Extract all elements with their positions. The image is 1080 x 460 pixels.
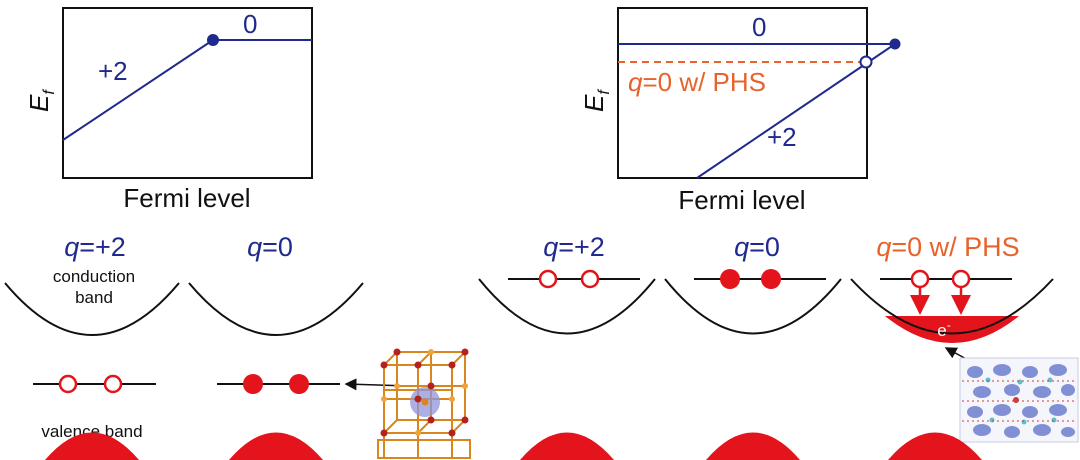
conduction-band-label-line2: band (75, 288, 113, 307)
right-plot-ylabel-main: E (579, 94, 609, 112)
defect-level-left-plus2 (33, 374, 156, 394)
empty-state-circle (58, 374, 78, 394)
right-plot-phs-transition-dot (859, 55, 873, 69)
filled-state-circle (289, 374, 309, 394)
left-plot-label-plus2: +2 (98, 56, 128, 86)
conduction-band-1 (4, 282, 180, 336)
left-plot-transition-dot (207, 34, 219, 46)
empty-state-circle (538, 269, 558, 289)
conduction-band-3 (478, 278, 656, 335)
left-plot-ylabel-main: E (24, 94, 54, 112)
defect-level-right-plus2 (508, 269, 640, 289)
conduction-band-4 (664, 278, 842, 335)
left-plot-frame (62, 7, 313, 179)
empty-state-circle (910, 269, 930, 289)
right-plot-label-phs-q: q (628, 67, 643, 97)
right-plot-ylabel-sub: f (596, 89, 613, 95)
right-plot-label-zero: 0 (752, 12, 766, 42)
defect-level-right-zero (694, 269, 826, 289)
state-label-right-phs: q=0 w/ PHS (876, 232, 1019, 262)
valence-band-5 (888, 432, 982, 460)
conduction-band-2 (188, 282, 364, 336)
valence-band-2 (229, 432, 323, 460)
svg-text:Ef: Ef (24, 89, 58, 112)
svg-text:Ef: Ef (579, 89, 613, 112)
state-label-left-plus2: q=+2 (64, 232, 126, 262)
right-plot-transition-dot (889, 38, 901, 50)
right-plot-ylabel: Ef (579, 89, 613, 112)
right-plot-label-phs-rest: =0 w/ PHS (642, 67, 766, 97)
right-plot-label-phs: q=0 w/ PHS (628, 67, 766, 97)
left-formation-energy-plot: 0 +2 Ef Fermi level (24, 7, 313, 213)
electron-density-image (959, 357, 1079, 443)
right-plot-xlabel: Fermi level (678, 185, 805, 215)
conduction-band-5: e- (850, 278, 1054, 343)
right-plot-frame (617, 7, 868, 179)
state-label-right-zero: q=0 (734, 232, 780, 262)
crystal-structure-image (377, 348, 471, 459)
electron-label: e- (937, 318, 950, 340)
valence-band-1 (45, 432, 139, 460)
valence-band-label: valence band (41, 422, 142, 441)
filled-state-circle (761, 269, 781, 289)
defect-level-right-phs (880, 269, 1012, 315)
left-plot-line-plus2 (62, 39, 214, 141)
conduction-band-label: conduction (53, 267, 135, 286)
state-label-left-zero: q=0 (247, 232, 293, 262)
empty-state-circle (951, 269, 971, 289)
right-formation-energy-plot: 0 q=0 w/ PHS +2 Ef Fermi level (579, 7, 901, 215)
valence-band-4 (706, 432, 800, 460)
left-plot-label-zero: 0 (243, 9, 257, 39)
valence-band-3 (520, 432, 614, 460)
empty-state-circle (580, 269, 600, 289)
state-label-right-plus2: q=+2 (543, 232, 605, 262)
electron-pocket (885, 316, 1019, 343)
left-plot-ylabel: Ef (24, 89, 58, 112)
empty-state-circle (103, 374, 123, 394)
defect-level-left-zero (217, 374, 340, 394)
left-plot-ylabel-sub: f (41, 89, 58, 95)
filled-state-circle (720, 269, 740, 289)
right-plot-label-plus2: +2 (767, 122, 797, 152)
left-plot-xlabel: Fermi level (123, 183, 250, 213)
filled-state-circle (243, 374, 263, 394)
